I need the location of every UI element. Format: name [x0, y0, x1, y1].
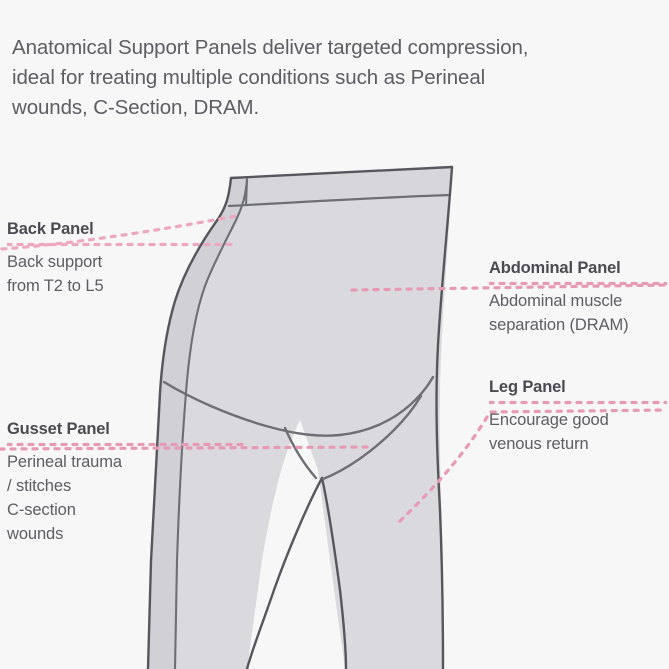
leader-line-gusset-panel	[0, 445, 372, 451]
callout-abdominal-panel-title: Abdominal Panel	[489, 259, 621, 277]
callout-leg-panel-rule	[489, 399, 667, 406]
waistband-top-edge	[229, 165, 454, 180]
leader-line-back-panel	[0, 214, 238, 251]
brief-upper-seam-right	[338, 375, 435, 437]
leader-lines	[0, 214, 669, 523]
callout-back-panel-title: Back Panel	[7, 220, 94, 238]
callout-back-panel: Back Panel Back support from T2 to L5	[7, 219, 237, 298]
garment-outlines	[146, 165, 454, 669]
right-outer-edge	[435, 165, 454, 669]
left-outer-edge	[146, 176, 233, 669]
callout-gusset-panel: Gusset Panel Perineal trauma / stitches …	[7, 419, 247, 546]
callout-back-panel-desc: Back support from T2 to L5	[7, 253, 104, 295]
leader-line-leg-panel	[398, 408, 669, 523]
gusset-seam-right	[321, 394, 423, 481]
brief-upper-seam-left	[162, 380, 342, 437]
callout-gusset-panel-desc: Perineal trauma / stitches C-section wou…	[7, 453, 122, 543]
callout-abdominal-panel-rule	[489, 280, 667, 287]
callout-gusset-panel-title: Gusset Panel	[7, 420, 110, 438]
garment-seams	[162, 177, 435, 669]
waistband-left-edge	[244, 177, 249, 207]
waistband-seam	[227, 193, 452, 208]
callout-leg-panel-desc: Encourage good venous return	[489, 411, 609, 453]
callout-abdominal-panel-desc: Abdominal muscle separation (DRAM)	[489, 292, 629, 334]
callout-abdominal-panel: Abdominal Panel Abdominal muscle separat…	[489, 258, 667, 337]
left-side-seam	[173, 177, 249, 669]
callout-back-panel-rule	[7, 241, 237, 248]
inner-right-leg-edge	[320, 476, 348, 669]
gusset-seam-left	[283, 426, 318, 480]
callout-leg-panel-title: Leg Panel	[489, 378, 566, 396]
garment-body	[149, 167, 452, 669]
inner-left-leg-edge	[245, 476, 324, 669]
garment-silhouette	[149, 167, 452, 669]
intro-paragraph: Anatomical Support Panels deliver target…	[12, 36, 529, 119]
left-side-panel-fill	[149, 178, 247, 669]
callout-leg-panel: Leg Panel Encourage good venous return	[489, 377, 667, 456]
callout-gusset-panel-rule	[7, 441, 247, 448]
leader-line-abdominal-panel	[350, 283, 669, 292]
